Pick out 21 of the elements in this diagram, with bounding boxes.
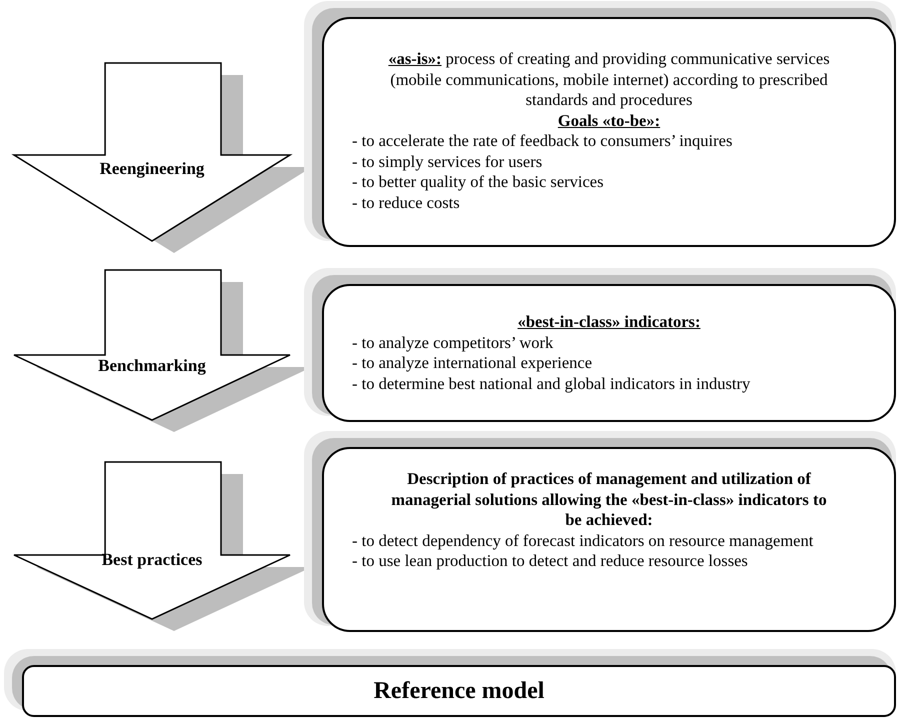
box-heading: Goals «to-be»: xyxy=(556,110,662,131)
description-box xyxy=(322,17,896,247)
description-box xyxy=(322,447,896,632)
step-label: Best practices xyxy=(100,550,204,570)
step-label: Reengineering xyxy=(98,159,206,179)
box-heading: «best-in-class» indicators: xyxy=(516,312,702,332)
box-text: «as-is»: process of creating and providing communicative services (mobile communications, mobile internet) according to prescribed standards and procedures xyxy=(387,49,831,110)
box-heading: Description of practices of management and utilization of managerial solutions allowing the «best-in-class» indicators to be achieved: xyxy=(390,469,828,530)
description-box xyxy=(322,284,896,422)
step-label: Benchmarking xyxy=(97,356,207,376)
box-text: - to analyze international experience xyxy=(352,353,594,374)
box-text: - to determine best national and global indicators in industry xyxy=(352,374,752,394)
box-text: - to reduce costs xyxy=(352,192,461,213)
result-band xyxy=(22,665,896,717)
result-title: Reference model xyxy=(372,680,546,702)
box-text: - to use lean production to detect and reduce resource losses xyxy=(352,551,749,572)
box-text: - to accelerate the rate of feedback to consumers’ inquires xyxy=(352,131,734,152)
box-text: - to simply services for users xyxy=(352,152,544,172)
box-text: - to better quality of the basic services xyxy=(352,172,605,192)
box-text: - to analyze competitors’ work xyxy=(352,332,554,353)
box-text: - to detect dependency of forecast indicators on resource management xyxy=(352,530,814,551)
